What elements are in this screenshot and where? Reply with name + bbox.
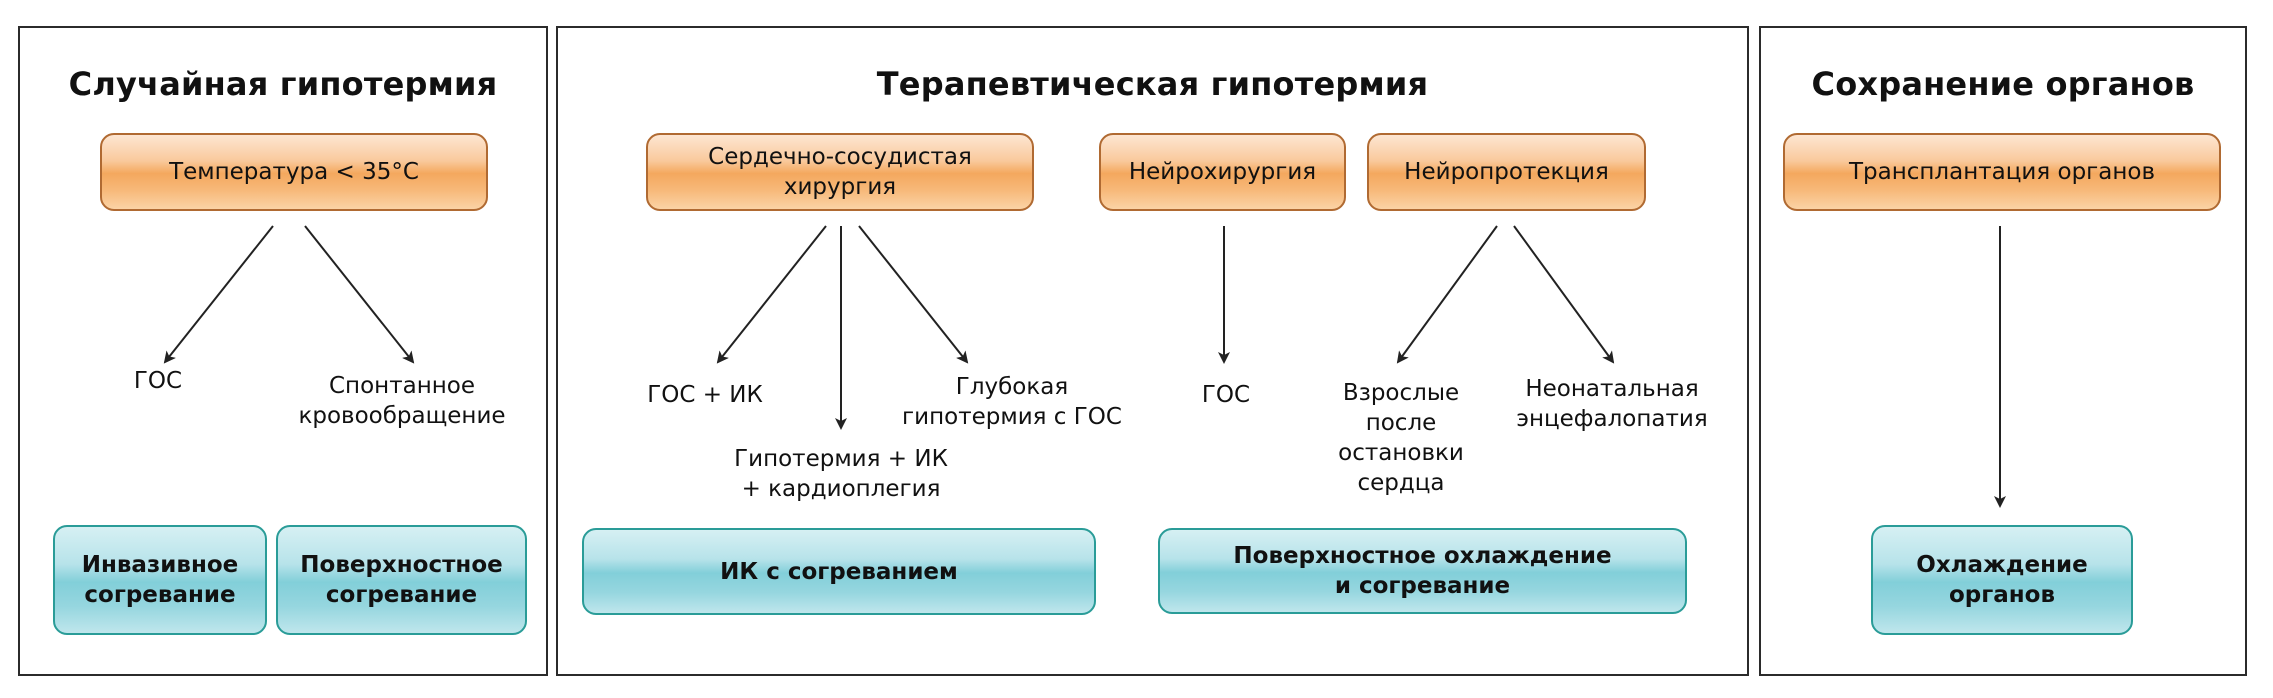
source-box-organ-transplant: Трансплантация органов	[1783, 133, 2221, 211]
method-label: ИК с согреванием	[720, 558, 958, 585]
outcome-label-deep-hypothermia: Глубокая гипотермия с ГОС	[902, 374, 1122, 430]
source-box-temperature: Температура < 35°C	[100, 133, 488, 211]
method-box-organ-cooling: Охлаждение органов	[1871, 525, 2133, 635]
method-label: Поверхностное согревание	[300, 552, 503, 608]
source-box-cardiovascular-surgery: Сердечно-сосудистая хирургия	[646, 133, 1034, 211]
method-box-surface-rewarming: Поверхностное согревание	[276, 525, 527, 635]
source-box-neuroprotection: Нейропротекция	[1367, 133, 1646, 211]
source-box-neurosurgery: Нейрохирургия	[1099, 133, 1346, 211]
outcome-label-dhca-cpb: ГОС + ИК	[647, 382, 763, 408]
method-label: Инвазивное согревание	[81, 552, 239, 608]
source-label: Нейропротекция	[1404, 159, 1609, 185]
source-label: Сердечно-сосудистая хирургия	[708, 144, 972, 200]
method-label: Поверхностное охлаждение и согревание	[1233, 543, 1612, 599]
outcome-label-adults-cardiac-arrest: Взрослые после остановки сердца	[1338, 380, 1464, 496]
method-box-surface-cooling-rewarming: Поверхностное охлаждение и согревание	[1158, 528, 1687, 614]
method-box-cpb-rewarming: ИК с согреванием	[582, 528, 1096, 615]
outcome-label-dhca: ГОС	[133, 368, 183, 394]
panel-title: Случайная гипотермия	[68, 65, 498, 103]
source-label: Трансплантация органов	[1848, 159, 2156, 185]
outcome-label-neonatal-encephalopathy: Неонатальная энцефалопатия	[1516, 376, 1708, 432]
panel-title: Сохранение органов	[1811, 65, 2195, 103]
panel-title: Терапевтическая гипотермия	[876, 65, 1429, 103]
outcome-label-hypothermia-cpb-cardioplegia: Гипотермия + ИК + кардиоплегия	[734, 446, 948, 502]
method-box-invasive-rewarming: Инвазивное согревание	[53, 525, 267, 635]
source-label: Температура < 35°C	[169, 159, 419, 185]
outcome-label-spontaneous-circulation: Спонтанное кровообращение	[298, 373, 506, 429]
source-label: Нейрохирургия	[1128, 159, 1317, 185]
outcome-label-dhca-neuro: ГОС	[1201, 382, 1251, 408]
method-label: Охлаждение органов	[1916, 552, 2088, 608]
